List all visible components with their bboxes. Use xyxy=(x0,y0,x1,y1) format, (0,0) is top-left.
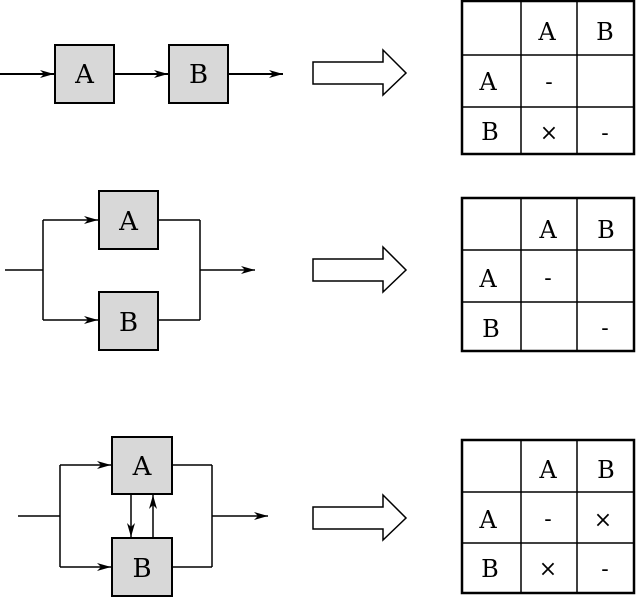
row-header-a: A xyxy=(478,265,497,293)
row-header-b: B xyxy=(481,555,499,583)
row-header-b: B xyxy=(481,118,499,146)
cell-a-a: - xyxy=(544,507,551,532)
box-a-label: A xyxy=(118,207,139,237)
col-header-b: B xyxy=(596,18,614,46)
row-header-a: A xyxy=(478,68,497,96)
matrix-border xyxy=(460,0,636,156)
implies-arrow xyxy=(312,493,408,542)
matrix-parallel-bidirectional: A B A B - × × - xyxy=(460,438,636,595)
col-header-b: B xyxy=(597,456,615,484)
box-b xyxy=(98,291,159,351)
matrix-sequential: A B A B - × - xyxy=(460,0,636,156)
box-b-label: B xyxy=(189,60,208,90)
col-header-a: A xyxy=(538,456,557,484)
box-a-label: A xyxy=(132,452,153,482)
cell-b-a: × xyxy=(540,121,558,146)
col-header-b: B xyxy=(597,216,615,244)
cell-b-b: - xyxy=(601,316,608,341)
cell-a-a: - xyxy=(544,266,551,291)
row-header-b: B xyxy=(482,315,500,343)
row-header-a: A xyxy=(478,506,497,534)
box-b-label: B xyxy=(119,308,138,338)
cell-a-b: × xyxy=(594,508,612,533)
cell-a-a: - xyxy=(545,70,552,95)
cell-b-b: - xyxy=(601,121,608,146)
matrix-border xyxy=(460,438,636,595)
implies-arrow xyxy=(312,48,408,97)
diagram-parallel-bidirectional: A B xyxy=(18,436,408,597)
matrix-border xyxy=(460,196,636,353)
box-a xyxy=(111,436,173,495)
diagram-parallel: A B xyxy=(5,190,408,351)
matrix-parallel: A B A B - - xyxy=(460,196,636,353)
cell-b-a: × xyxy=(539,557,557,582)
col-header-a: A xyxy=(537,18,556,46)
implies-arrow xyxy=(312,245,408,294)
box-b xyxy=(111,537,173,597)
cell-b-b: - xyxy=(601,557,608,582)
diagram-sequential: A B xyxy=(0,44,408,104)
box-b-label: B xyxy=(132,554,151,584)
col-header-a: A xyxy=(538,216,557,244)
box-a-label: A xyxy=(74,60,95,90)
